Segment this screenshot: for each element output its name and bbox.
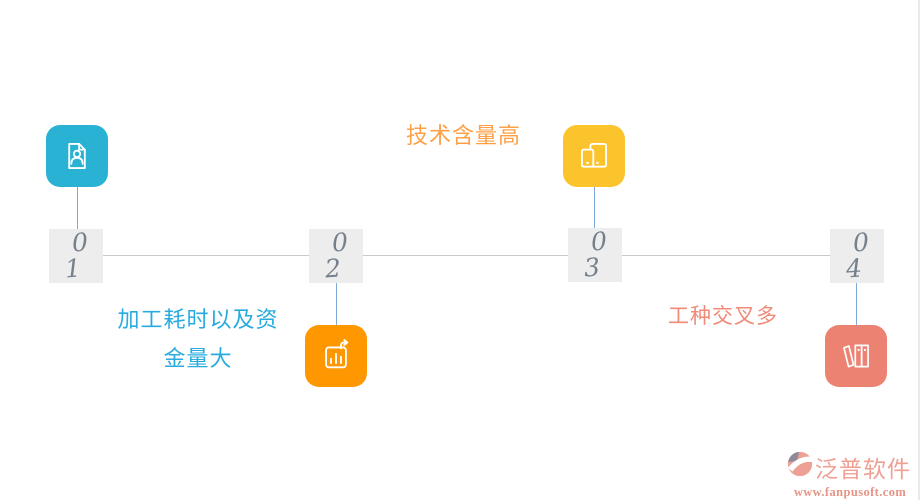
growth-chart-arrow-icon <box>314 334 358 378</box>
node-3-icon-tile <box>563 125 625 187</box>
label-work-crossover: 工种交叉多 <box>668 305 778 328</box>
fanpu-logo-icon <box>786 449 814 484</box>
watermark-url: www.fanpusoft.com <box>793 485 907 499</box>
label-processing-line2: 金量大 <box>163 346 233 371</box>
label-processing-cost: 加工耗时以及资 金量大 <box>110 300 286 378</box>
node-1-digit-bottom: 1 <box>64 253 82 284</box>
node-4-digit-bottom: 4 <box>845 253 863 284</box>
node-2-number: 0 2 <box>309 227 363 284</box>
node-1-digit-top: 0 <box>71 227 89 258</box>
node-2-digit-bottom: 2 <box>324 253 342 284</box>
watermark: 泛普软件 www.fanpusoft.com <box>786 449 916 500</box>
node-3-connector <box>594 187 595 228</box>
node-4-connector <box>856 283 857 325</box>
devices-icon <box>572 134 616 178</box>
node-1-icon-tile <box>46 125 108 187</box>
label-processing-line1: 加工耗时以及资 <box>117 307 279 332</box>
node-3-digit-bottom: 3 <box>583 252 601 283</box>
node-1-connector <box>77 187 78 229</box>
node-3-digit-top: 0 <box>590 226 608 257</box>
node-3-number: 0 3 <box>568 226 622 283</box>
timeline-axis <box>76 255 856 256</box>
node-2-icon-tile <box>305 325 367 387</box>
profile-document-icon <box>55 134 99 178</box>
node-2-connector <box>336 283 337 325</box>
node-4-number: 0 4 <box>830 227 884 284</box>
node-4-icon-tile <box>825 325 887 387</box>
node-4-digit-top: 0 <box>852 227 870 258</box>
watermark-brand: 泛普软件 <box>815 455 911 482</box>
node-1-number: 0 1 <box>49 227 103 284</box>
node-2-digit-top: 0 <box>331 227 349 258</box>
books-shelf-icon <box>834 334 878 378</box>
label-technical-content: 技术含量高 <box>406 123 522 148</box>
